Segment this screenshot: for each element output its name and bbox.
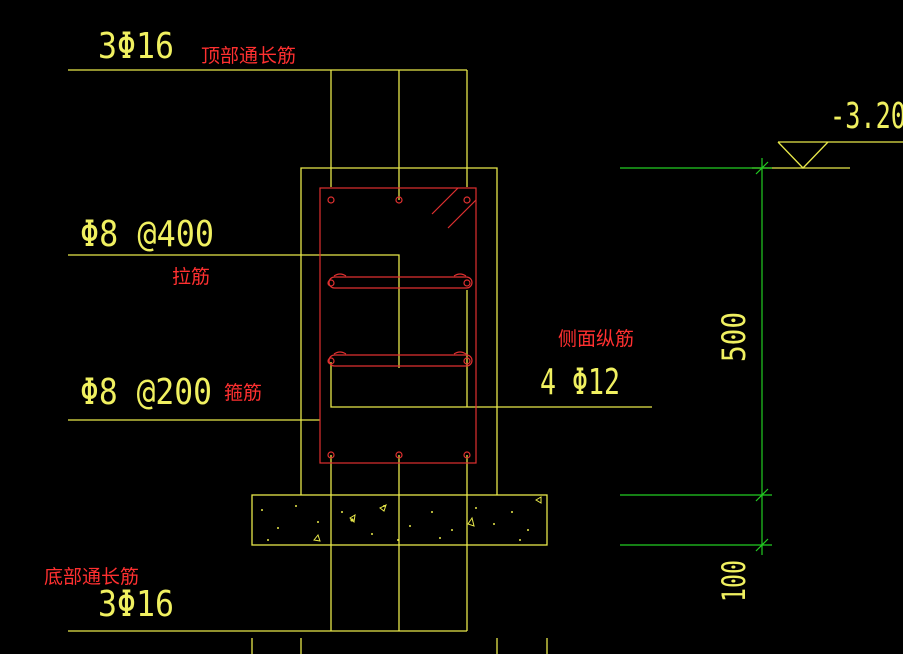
aggregate [313,533,321,542]
concrete-cushion [251,494,548,546]
speckle [519,539,521,541]
tie-spec: Φ8 @400 [80,214,214,255]
speckle [317,521,319,523]
speckle [511,511,513,513]
top-rebar-name: 顶部通长筋 [201,45,296,67]
side-rebar-name: 侧面纵筋 [558,328,634,350]
tie-hook [453,273,467,277]
cushion-aggregate [313,496,542,542]
speckle [409,525,411,527]
dim-height-label: 500 [715,312,753,362]
bottom-rebar-name: 底部通长筋 [44,566,139,588]
side-rebar-spec: 4 Φ12 [540,362,620,403]
rebar-dot [463,196,471,204]
speckle [267,539,269,541]
speckle [431,511,433,513]
dim-tick [755,161,769,175]
rebar-dot [327,451,335,459]
speckle [493,523,495,525]
stirrup [319,187,477,464]
rebar-dot [395,451,403,459]
tie-hook [333,273,347,277]
aggregate [467,516,475,527]
rebar-dot [327,357,335,365]
speckle [475,507,477,509]
speckle [341,511,343,513]
tie-bar-lower [328,354,473,367]
rebar-dot [463,357,471,365]
rebar-dot [463,451,471,459]
dimension-group [620,158,772,555]
beam-outline-group [68,69,903,654]
stirrup-name: 箍筋 [224,382,262,404]
speckle [295,505,297,507]
tie-name: 拉筋 [172,266,210,288]
stirrup-hook [447,199,477,229]
speckle [527,529,529,531]
stirrup-spec: Φ8 @200 [80,372,212,413]
speckle [451,529,453,531]
rebar-dot [463,279,471,287]
elevation-label: -3.20 [830,96,903,137]
aggregate [379,504,387,512]
bottom-rebar-spec: 3Φ16 [98,584,174,625]
top-rebar-spec: 3Φ16 [98,26,174,67]
speckle [397,539,399,541]
tie-hook [333,351,347,355]
aggregate [535,496,542,504]
dim-tick [755,488,769,502]
dim-tick [755,538,769,552]
tie-hook [453,351,467,355]
rebar-dot [395,196,403,204]
aggregate [349,514,356,524]
tie-leader-line [68,254,400,368]
dim-cushion-label: 100 [715,560,753,602]
side-rebar-leader-line [330,362,652,408]
stirrup-hook [431,187,459,215]
tie-bar-upper [328,276,473,289]
speckle [439,537,441,539]
rebar-dot [327,279,335,287]
speckle [277,527,279,529]
reinforcement-group [319,187,477,464]
speckle [371,533,373,535]
rebar-dot [327,196,335,204]
speckle [261,509,263,511]
